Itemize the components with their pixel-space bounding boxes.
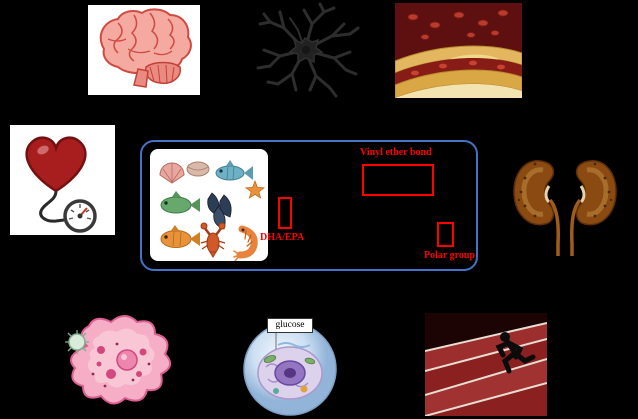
artery-illustration: [395, 3, 522, 98]
macrophage-cell-icon: [55, 308, 180, 416]
runner-track-icon: [425, 313, 547, 416]
macrophage-illustration: [65, 315, 172, 405]
seafood-illustration: [159, 160, 266, 261]
dha-epa-label: DHA/EPA: [260, 232, 305, 243]
brain-icon: [88, 5, 200, 95]
neuron-illustration: [256, 2, 360, 98]
glucose-label: glucose: [267, 318, 313, 333]
dha-epa-highlight-box: [278, 197, 292, 229]
neuron-icon: [250, 0, 360, 100]
runner-illustration: [425, 313, 547, 416]
seafood-collage-icon: [150, 149, 268, 261]
cell-glucose-icon: glucose: [238, 315, 343, 417]
polar-group-label: Polar group: [424, 250, 476, 261]
vinyl-ether-bond-highlight-box: [362, 164, 434, 196]
brain-illustration: [99, 8, 192, 88]
cell-illustration: [243, 322, 337, 416]
vinyl-ether-bond-label: Vinyl ether bond: [360, 147, 432, 158]
heart-bp-illustration: [25, 136, 97, 233]
runner-silhouette: [495, 332, 536, 374]
kidneys-illustration: [513, 160, 617, 256]
plasmalogen-structure-panel: Vinyl ether bond DHA/EPA Polar group: [140, 140, 478, 271]
kidneys-icon: [505, 148, 625, 260]
heart-blood-pressure-icon: [10, 125, 115, 235]
artery-atherosclerosis-icon: [395, 3, 522, 98]
polar-group-highlight-box: [437, 222, 454, 247]
